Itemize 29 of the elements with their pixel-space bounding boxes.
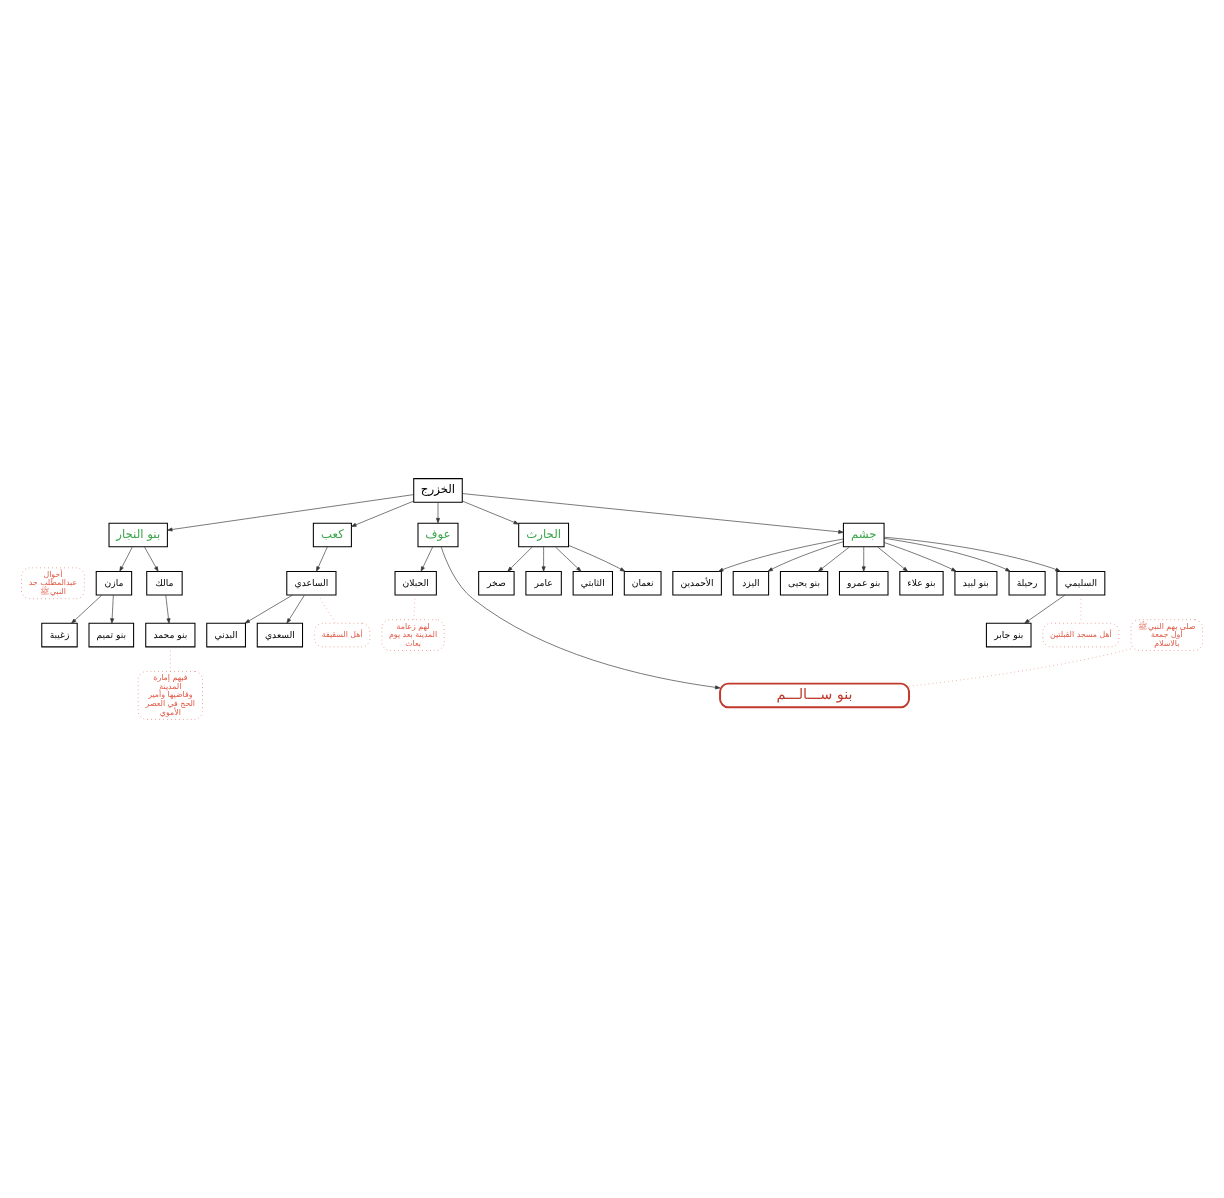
arrow [351,500,414,527]
arrow [767,541,844,572]
arrow [883,538,1011,572]
arrow [71,594,103,624]
arrow [144,546,159,572]
arrow [883,542,957,572]
arrow [436,502,440,524]
arrow [861,546,866,572]
arrow [818,546,850,572]
arrow [877,546,908,572]
arrow [244,594,293,624]
arrow [462,493,844,534]
arrow [568,545,626,572]
arrow [165,594,171,624]
arrow [420,546,433,572]
arrow [440,546,721,690]
arrow [718,538,844,572]
arrow [119,546,133,572]
arrow [110,594,115,624]
arrow [286,594,305,624]
connector [317,594,336,624]
arrow [507,546,533,572]
arrow [883,536,1061,572]
arrow [555,546,582,572]
arrow [316,546,328,572]
arrow [462,500,519,525]
arrow [167,494,415,532]
arrow [541,546,546,572]
arrow [1024,594,1066,624]
